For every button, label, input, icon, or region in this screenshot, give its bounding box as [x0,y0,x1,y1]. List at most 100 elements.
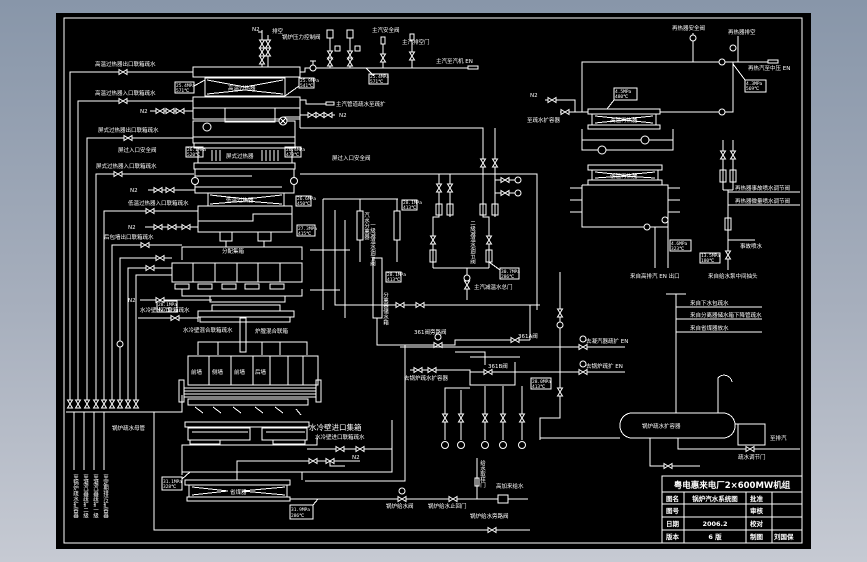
valve-icon [258,39,266,49]
v361-bypass-label: 361阀旁路阀 [414,328,447,336]
rh-from-pump-label: 来自给水泵中间抽头 [708,272,758,280]
valve-icon [481,413,489,423]
title-row-label: 版本 [665,532,680,541]
valve-icon [463,280,471,290]
valve-icon [132,399,140,409]
valve-icon [446,183,454,193]
svg-text:28.0MPa: 28.0MPa [532,379,551,385]
valve-icon [413,366,423,374]
ps-out-drain-label: 屏式过热器出口联箱疏水 [98,126,159,134]
fw-sample-label: 给水取样门 [479,459,486,489]
valve-icon [140,241,150,249]
svg-text:413℃: 413℃ [403,205,417,211]
svg-text:520℃: 520℃ [187,152,201,158]
valve-icon [83,399,91,409]
valve-icon [547,96,557,104]
platen-superheater: 屏式过热器 [192,116,301,170]
spray-2-label: 二级减温水调节阀 [469,220,476,265]
title-block: 粤电惠来电厂2×600MW机组 图名 锅炉汽水系统图 批准 图号 审核 日期 2… [661,475,803,544]
valve-icon [258,47,266,57]
project-title: 粤电惠来电厂2×600MW机组 [674,480,791,491]
fw-check-label: 锅炉给水止回门 [428,502,467,510]
valve-icon [578,368,588,376]
svg-text:569℃: 569℃ [746,86,760,92]
valve-icon [479,158,487,168]
drawing-version: 6 版 [708,532,722,541]
title-row-label: 日期 [666,519,680,528]
valve-icon [155,254,165,262]
valve-icon [308,457,318,465]
valve-icon [307,111,317,119]
valve-icon [427,366,437,374]
valve-symbols [66,34,755,534]
svg-text:30.7MPa: 30.7MPa [501,269,520,275]
valve-icon [145,207,155,215]
gauge-icon [116,340,124,348]
fw-from-hp-heater-label: 高加来给水 [496,482,524,490]
title-row-label: 审核 [750,506,764,515]
valve-icon [153,186,163,194]
ps-safety-left-label: 屏过入口安全阀 [118,146,157,154]
drafter: 刘国保 [774,532,794,541]
svg-text:413℃: 413℃ [387,277,401,283]
feedwater-line: 锅炉给水阀 锅炉给水止回门 锅炉给水旁路阀 高加来给水 给水取样门 [153,412,530,531]
right-drain-lines: 去凝汽器疏扩 EN 去锅炉疏扩 EN [400,272,628,440]
main-vent-label: 主汽排空门 [402,38,430,46]
svg-text:413℃: 413℃ [532,384,546,390]
valve-icon [74,399,82,409]
wall-panel-label: 侧墙 [212,368,224,376]
valve-icon [491,158,499,168]
gauge-icon [398,487,406,495]
main-drain-label: 主汽管道疏水至疏扩 [336,100,386,108]
valve-icon [123,134,133,142]
valve-icon [118,97,128,105]
rh-emerg-spray-label: 再热器事故喷水调节阀 [735,184,790,192]
valve-icon [181,223,191,231]
rh-spray-source-label: 事故喷水 [740,242,763,250]
svg-text:26.6MPa: 26.6MPa [297,196,316,202]
gauge-icon [463,274,471,282]
pcv-label: 锅炉压力控制阀 [282,33,321,41]
fw-valve-label: 锅炉给水阀 [386,502,414,510]
valve-icon [346,57,354,67]
valve-icon [408,51,416,61]
reheater: 高温再热器 低温再热器 再热器安全阀 再热器排空 再热汽至中压 EN N2 至疏… [527,24,800,280]
v361a-label: 361A阀 [518,332,538,340]
svg-text:4.5MPa: 4.5MPa [615,89,632,95]
low-temp-superheater: 低温过热器 [191,168,298,242]
valve-icon [500,189,510,197]
valve-icon [145,264,155,272]
rh-from-hp-exhaust-label: 来自高排汽 EN 出口 [630,272,680,280]
valve-icon [457,413,465,423]
valve-icon [560,108,570,116]
svg-text:25.4MPa: 25.4MPa [176,83,195,89]
valve-icon [113,170,123,178]
boiler-drain-flash-tank: 锅炉疏水扩容器 来自下水包疏水 来自分离器储水箱下降管疏水 来自省煤器放水 至排… [619,293,800,467]
gauge-icon [434,333,442,341]
gauge-icon [579,360,587,368]
to-vent-label: 至排汽 [770,434,787,442]
rh-micro-spray-label: 再热器微量喷水调节阀 [735,197,790,205]
from-sep-tank-label: 来自分离器储水箱下降管疏水 [690,311,762,319]
valve-icon [556,308,564,318]
drain-down-label: 至锅炉疏水扩容器 [72,474,79,519]
main-safety-label: 主汽安全阀 [372,26,400,34]
title-row-label: 图名 [666,494,679,503]
361-valve-station: 361阀旁路阀 361A阀 361B阀 去锅炉疏水扩容器 [404,305,538,449]
valve-icon [485,235,493,245]
valve-icon [92,399,100,409]
drain-header-label: 锅炉疏水母管 [112,424,146,432]
valve-icon [325,457,335,465]
to-condenser-2-label: 去锅炉疏扩 EN [586,362,623,370]
valve-icon [355,445,365,453]
svg-text:415℃: 415℃ [298,231,312,237]
water-walls: 前墙 侧墙 前墙 后墙 炉膛混合联箱 水冷壁进口集箱 [178,317,362,480]
